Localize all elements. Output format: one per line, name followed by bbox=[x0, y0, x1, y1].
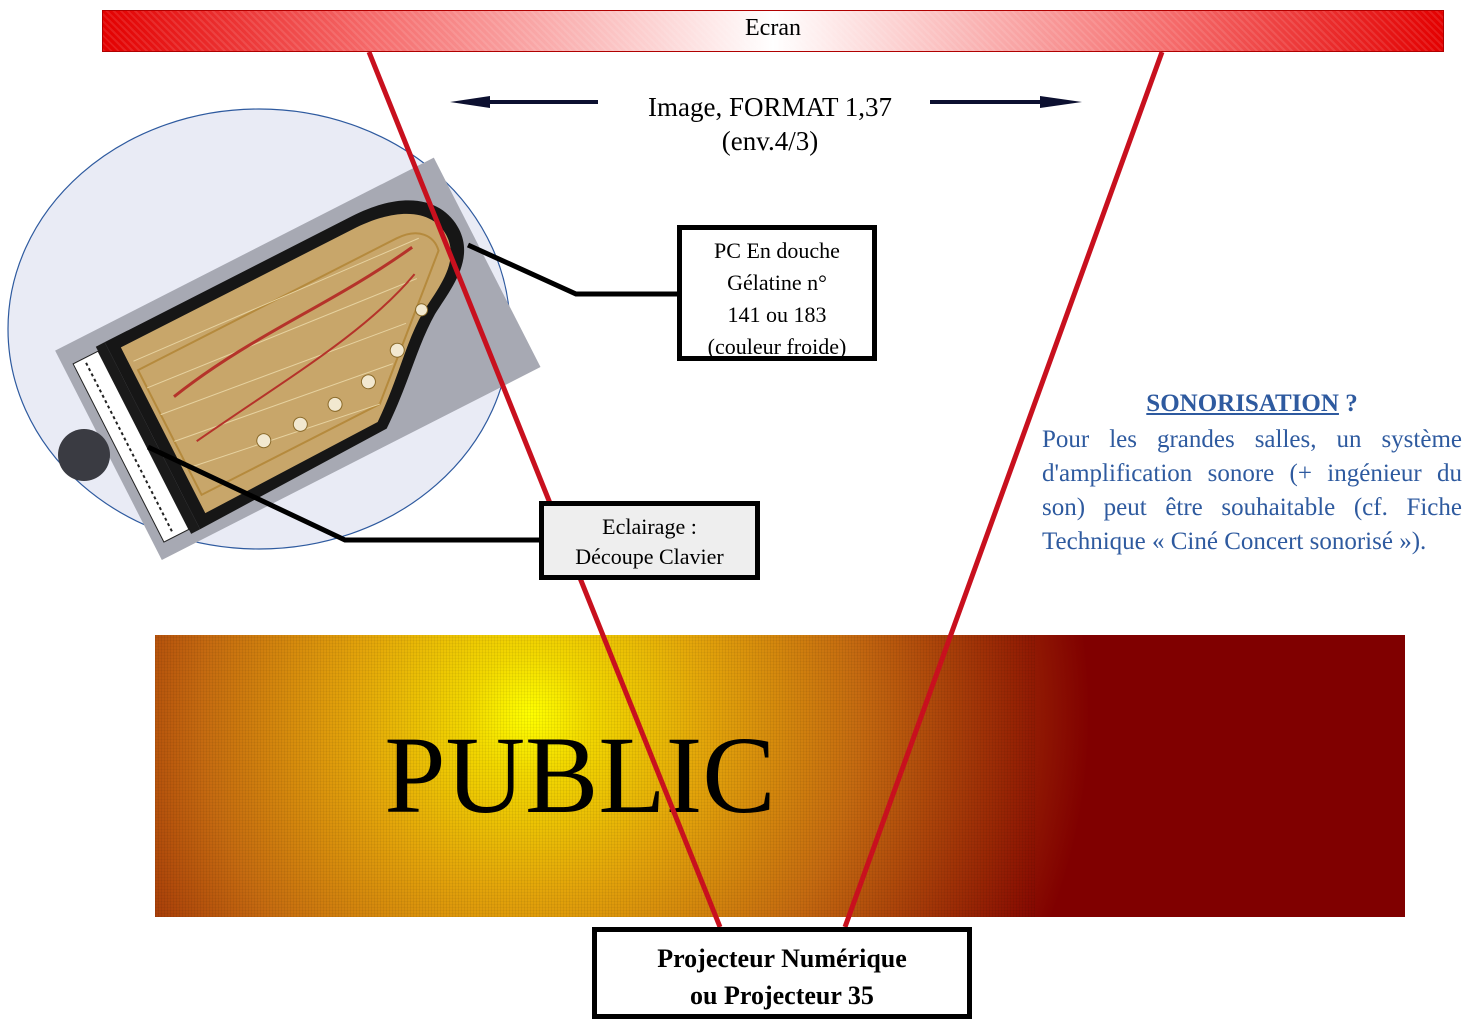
pc-leader-line bbox=[466, 242, 677, 297]
audience-area bbox=[155, 635, 1405, 917]
piano-keys bbox=[85, 362, 174, 533]
pc-lighting-line: (couleur froide) bbox=[707, 334, 847, 359]
arrow-right-icon bbox=[1040, 96, 1082, 108]
sonorisation-body: Pour les grandes salles, un système d'am… bbox=[1042, 426, 1462, 555]
keyboard-lighting-line: Découpe Clavier bbox=[575, 544, 724, 569]
arrow-left-icon bbox=[450, 96, 490, 108]
pc-lighting-line: PC En douche bbox=[714, 238, 840, 263]
projection-beam-left bbox=[366, 51, 723, 928]
screen-bar bbox=[102, 10, 1444, 52]
sonorisation-title-text: SONORISATION bbox=[1146, 390, 1339, 417]
pianist-stool-icon bbox=[58, 429, 110, 481]
pc-lighting-line: Gélatine n° bbox=[727, 270, 827, 295]
clavier-leader-line bbox=[146, 444, 539, 543]
image-format-label: Image, FORMAT 1,37 (env.4/3) bbox=[560, 90, 980, 158]
projector-box: Projecteur Numérique ou Projecteur 35 bbox=[592, 927, 972, 1019]
projector-line2: ou Projecteur 35 bbox=[690, 981, 874, 1010]
sonorisation-title-suffix: ? bbox=[1338, 390, 1358, 417]
image-format-line2: (env.4/3) bbox=[721, 126, 819, 156]
pc-lighting-box: PC En douche Gélatine n° 141 ou 183 (cou… bbox=[677, 225, 877, 361]
screen-label: Ecran bbox=[745, 15, 801, 41]
audience-texture bbox=[155, 635, 1035, 917]
keyboard-lighting-box: Eclairage : Découpe Clavier bbox=[539, 501, 760, 580]
projection-beam-right bbox=[842, 51, 1165, 928]
image-format-line1: Image, FORMAT 1,37 bbox=[647, 92, 892, 122]
projector-line1: Projecteur Numérique bbox=[657, 944, 907, 973]
audience-label: PUBLIC bbox=[384, 714, 776, 836]
keyboard-lighting-line: Eclairage : bbox=[602, 514, 697, 539]
pc-lighting-line: 141 ou 183 bbox=[727, 302, 827, 327]
sonorisation-title: SONORISATION ? bbox=[1042, 390, 1462, 418]
